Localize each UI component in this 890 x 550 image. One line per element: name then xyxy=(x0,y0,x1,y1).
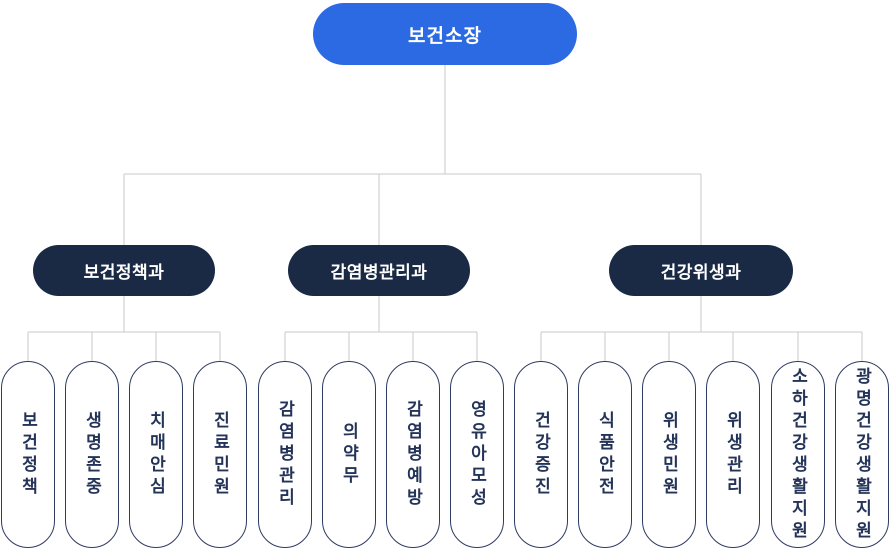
team-node-hygiene-management: 위생관리 xyxy=(706,361,760,548)
team-node-infant-maternal: 영유아모성 xyxy=(450,361,504,548)
dept-node-health-hygiene: 건강위생과 xyxy=(609,245,793,296)
team-node-label: 건강증진 xyxy=(531,410,551,499)
team-node-label: 소하건강생활지원 xyxy=(788,366,808,543)
dept-node-infectious-disease-management: 감염병관리과 xyxy=(288,245,470,296)
team-node-hygiene-civil-service: 위생민원 xyxy=(642,361,696,548)
connector-path xyxy=(27,65,863,361)
team-node-label: 의약무 xyxy=(339,421,359,488)
team-node-infectious-disease-prevention: 감염병예방 xyxy=(386,361,440,548)
team-node-label: 생명존중 xyxy=(82,410,102,499)
team-node-infectious-disease-control: 감염병관리 xyxy=(258,361,312,548)
team-node-label: 위생민원 xyxy=(659,410,679,499)
team-node-label: 감염병예방 xyxy=(403,399,423,510)
team-node-pharmaceutical-affairs: 의약무 xyxy=(322,361,376,548)
team-node-label: 보건정책 xyxy=(18,410,38,499)
team-node-dementia-care: 치매안심 xyxy=(129,361,183,548)
team-node-label: 진료민원 xyxy=(210,410,230,499)
team-node-label: 치매안심 xyxy=(146,410,166,499)
team-node-soha-healthy-life-support: 소하건강생활지원 xyxy=(771,361,825,548)
team-node-food-safety: 식품안전 xyxy=(578,361,632,548)
team-node-medical-civil-service: 진료민원 xyxy=(193,361,247,548)
team-node-label: 식품안전 xyxy=(595,410,615,499)
team-node-health-promotion: 건강증진 xyxy=(514,361,568,548)
team-node-label: 감염병관리 xyxy=(275,399,295,510)
team-node-label: 위생관리 xyxy=(723,410,743,499)
dept-node-health-policy: 보건정책과 xyxy=(33,245,215,296)
team-node-label: 광명건강생활지원 xyxy=(852,366,872,543)
team-node-gwangmyeong-healthy-life-support: 광명건강생활지원 xyxy=(835,361,889,548)
team-node-life-respect: 생명존중 xyxy=(65,361,119,548)
root-node-health-center-director: 보건소장 xyxy=(313,3,577,65)
team-node-label: 영유아모성 xyxy=(467,399,487,510)
team-node-health-policy: 보건정책 xyxy=(1,361,55,548)
